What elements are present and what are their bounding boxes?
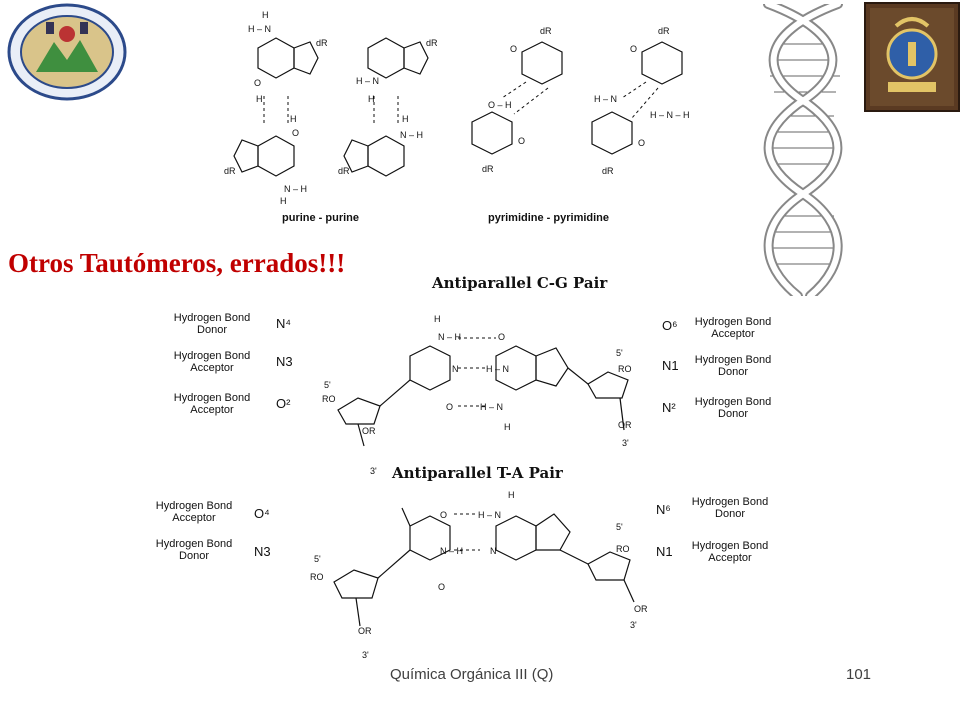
svg-text:O: O	[446, 402, 453, 412]
svg-text:H: H	[368, 94, 375, 104]
svg-text:H – N: H – N	[480, 402, 503, 412]
cg-left-atom-2: N3	[276, 354, 293, 369]
svg-text:OR: OR	[358, 626, 372, 636]
cg-right-atom-2: N1	[662, 358, 679, 373]
svg-text:O: O	[440, 510, 447, 520]
ta-left-label-1: Hydrogen Bond Acceptor	[155, 500, 233, 524]
cg-right-label-3: Hydrogen Bond Donor	[694, 396, 772, 420]
svg-text:N: N	[490, 546, 497, 556]
svg-text:H – N: H – N	[478, 510, 501, 520]
ta-right-atom-2: N1	[656, 544, 673, 559]
svg-text:O: O	[638, 138, 645, 148]
ta-left-atom-1: O⁴	[254, 506, 270, 521]
svg-text:H – N – H: H – N – H	[650, 110, 690, 120]
svg-text:dR: dR	[316, 38, 328, 48]
svg-text:RO: RO	[322, 394, 336, 404]
faculty-crest-logo	[864, 2, 960, 112]
cg-left-label-2: Hydrogen Bond Acceptor	[173, 350, 251, 374]
svg-text:N – H: N – H	[438, 332, 461, 342]
svg-text:O: O	[438, 582, 445, 592]
cg-left-label-3: Hydrogen Bond Acceptor	[173, 392, 251, 416]
svg-text:O: O	[498, 332, 505, 342]
dna-double-helix-diagram	[763, 4, 843, 296]
ta-right-atom-1: N⁶	[656, 502, 671, 517]
svg-text:H: H	[290, 114, 297, 124]
svg-text:H: H	[434, 314, 441, 324]
svg-text:RO: RO	[616, 544, 630, 554]
svg-text:5': 5'	[314, 554, 321, 564]
svg-text:H – N: H – N	[248, 24, 271, 34]
ta-pair-title: Antiparallel T-A Pair	[392, 464, 563, 482]
svg-text:RO: RO	[618, 364, 632, 374]
svg-text:5': 5'	[616, 348, 623, 358]
svg-text:H – N: H – N	[356, 76, 379, 86]
svg-text:N – H: N – H	[400, 130, 423, 140]
svg-text:N – H: N – H	[440, 546, 463, 556]
svg-text:3': 3'	[370, 466, 377, 476]
svg-text:O – H: O – H	[488, 100, 512, 110]
svg-text:5': 5'	[616, 522, 623, 532]
svg-text:H: H	[262, 10, 269, 20]
svg-text:H: H	[402, 114, 409, 124]
slide-title: Otros Tautómeros, errados!!!	[8, 248, 346, 278]
svg-text:N – H: N – H	[284, 184, 307, 194]
svg-text:dR: dR	[426, 38, 438, 48]
svg-text:OR: OR	[362, 426, 376, 436]
svg-text:H: H	[508, 490, 515, 500]
svg-text:O: O	[254, 78, 261, 88]
cg-right-label-1: Hydrogen Bond Acceptor	[694, 316, 772, 340]
caption-purine-purine: purine - purine	[282, 212, 359, 224]
svg-text:dR: dR	[540, 26, 552, 36]
cg-right-atom-1: O⁶	[662, 318, 678, 333]
svg-text:5': 5'	[324, 380, 331, 390]
ta-left-label-2: Hydrogen Bond Donor	[155, 538, 233, 562]
footer-page-number: 101	[846, 666, 872, 683]
ta-pair-structure: H O H – N N – H N O 5' RO OR 3' 5' RO OR 3'	[310, 490, 648, 660]
svg-text:OR: OR	[634, 604, 648, 614]
svg-text:H: H	[280, 196, 287, 206]
ta-right-label-2: Hydrogen Bond Acceptor	[691, 540, 769, 564]
ta-right-label-1: Hydrogen Bond Donor	[691, 496, 769, 520]
university-seal-logo	[7, 3, 127, 101]
cg-left-label-1: Hydrogen Bond Donor	[173, 312, 251, 336]
svg-text:dR: dR	[338, 166, 350, 176]
svg-text:H – N: H – N	[594, 94, 617, 104]
svg-text:O: O	[630, 44, 637, 54]
svg-text:H: H	[256, 94, 263, 104]
caption-pyrimidine-pyrimidine: pyrimidine - pyrimidine	[488, 212, 610, 224]
svg-text:O: O	[510, 44, 517, 54]
cg-right-atom-3: N²	[662, 400, 676, 415]
cg-pair-title: Antiparallel C-G Pair	[432, 274, 608, 292]
svg-text:3': 3'	[362, 650, 369, 660]
svg-text:dR: dR	[602, 166, 614, 176]
cg-left-atom-1: N⁴	[276, 316, 291, 331]
svg-text:3': 3'	[622, 438, 629, 448]
svg-text:3': 3'	[630, 620, 637, 630]
svg-text:H: H	[504, 422, 511, 432]
svg-text:RO: RO	[310, 572, 324, 582]
svg-text:dR: dR	[224, 166, 236, 176]
cg-left-atom-3: O²	[276, 396, 291, 411]
svg-text:dR: dR	[658, 26, 670, 36]
svg-text:O: O	[518, 136, 525, 146]
footer-course-name: Química Orgánica III (Q)	[390, 666, 554, 683]
svg-text:N: N	[452, 364, 459, 374]
svg-text:dR: dR	[482, 164, 494, 174]
svg-text:O: O	[292, 128, 299, 138]
ta-left-atom-2: N3	[254, 544, 271, 559]
cg-right-label-2: Hydrogen Bond Donor	[694, 354, 772, 378]
svg-text:H – N: H – N	[486, 364, 509, 374]
svg-text:OR: OR	[618, 420, 632, 430]
pyrimidine-pyrimidine-structure: dR O O – H dR O dR O H – N dR O H – N – H	[471, 26, 690, 176]
